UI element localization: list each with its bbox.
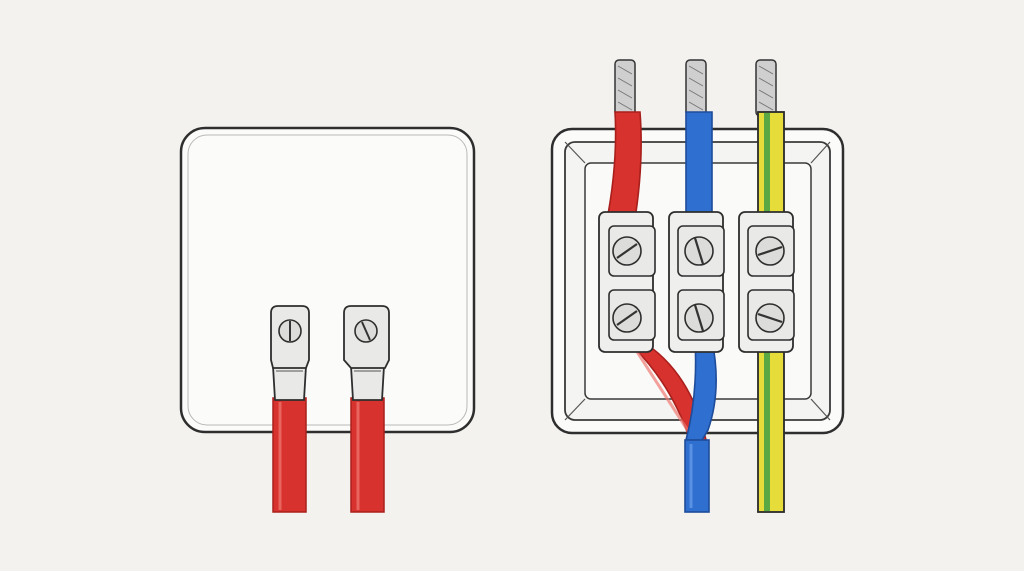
blue-cable-tail [684, 439, 710, 513]
right-panel [550, 59, 845, 513]
terminal-lug-right [343, 305, 390, 513]
terminal-block-1 [598, 211, 656, 353]
terminal-block-2 [668, 211, 725, 353]
red-cable-right [350, 397, 385, 513]
left-panel [179, 126, 476, 513]
blue-wire [684, 111, 717, 513]
cover-plate [179, 126, 476, 434]
cover-plate-inner-edge [187, 134, 468, 426]
terminal-block-3 [738, 211, 795, 353]
earth-wire [757, 111, 785, 513]
red-cable-left [272, 397, 307, 513]
terminal-lug-left [270, 305, 310, 513]
stripped-ends [614, 59, 777, 117]
